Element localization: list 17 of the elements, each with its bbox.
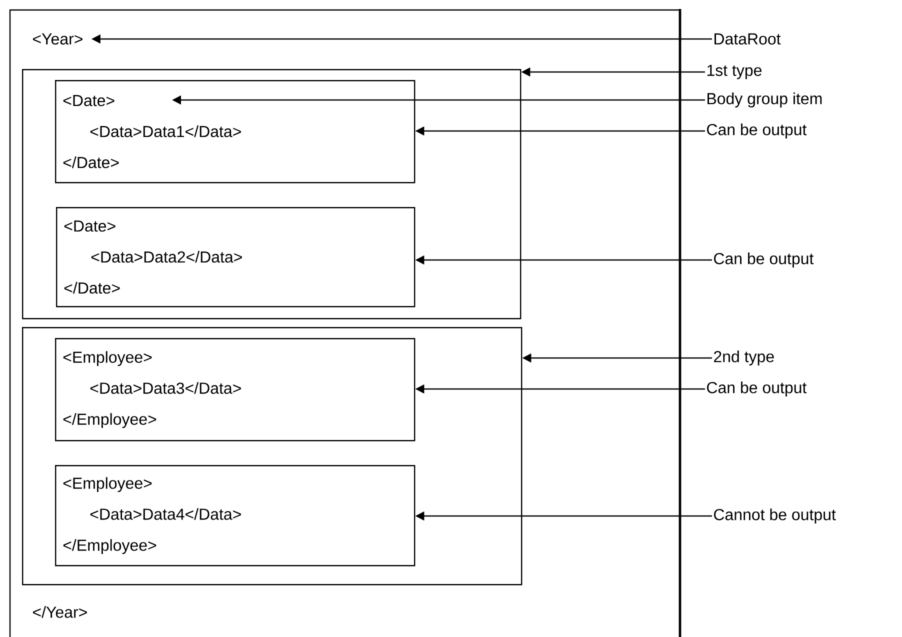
xml-element-box: <Employee> <Data>Data4</Data> </Employee> xyxy=(55,465,416,566)
tag-text: </Year> xyxy=(33,606,87,618)
outer-frame xyxy=(9,9,682,637)
xml-element-box: <Date> <Data>Data2</Data> </Date> xyxy=(56,207,416,308)
annotation-text: 2nd type xyxy=(714,350,774,366)
group-box xyxy=(22,327,522,586)
annotation-text: DataRoot xyxy=(714,33,781,45)
annotation-text: Can be output xyxy=(714,252,814,268)
annotation-text: 1st type xyxy=(707,64,762,80)
annotation-text: Can be output xyxy=(707,124,807,138)
xml-element-box: <Employee> <Data>Data3</Data> </Employee> xyxy=(55,338,416,442)
annotation-text: Body group item xyxy=(708,92,822,108)
xml-element-box: <Date> <Data>Data1</Data> </Date> xyxy=(55,80,416,184)
annotation-text: Can be output xyxy=(707,382,807,396)
tag-text: <Year> xyxy=(33,33,82,45)
annotation-text: Cannot be output xyxy=(714,508,836,524)
group-box xyxy=(22,69,522,320)
